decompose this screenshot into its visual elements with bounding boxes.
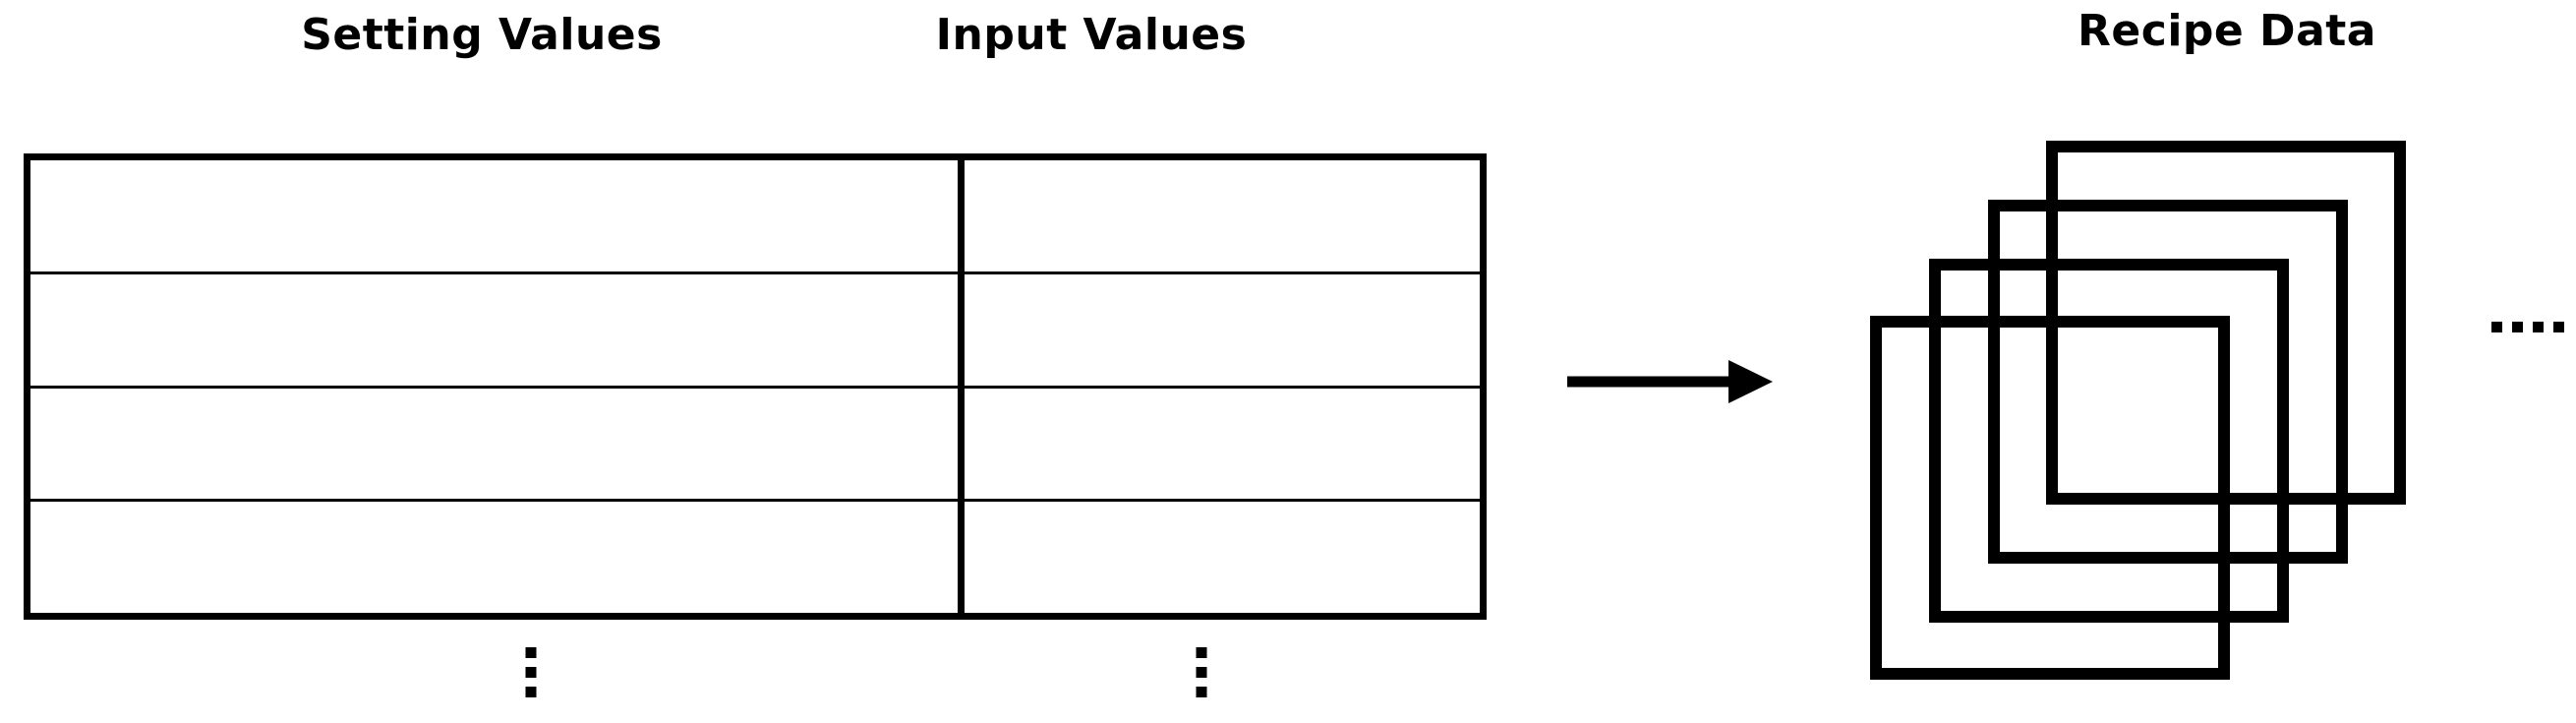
ellipsis-dot [2553,322,2564,332]
table-row [965,160,1480,274]
table-row [30,273,958,389]
ellipsis-dot [2491,322,2502,332]
values-table [24,153,1487,620]
recipe-data-label: Recipe Data [2078,6,2376,56]
right-arrow-icon [1567,360,1773,403]
ellipsis-dot [525,687,537,697]
ellipsis-dot [2533,322,2544,332]
recipe-sheet-3 [1988,200,2348,564]
table-row [965,273,1480,389]
table-row [965,502,1480,613]
horizontal-ellipsis-icon [2491,322,2564,332]
ellipsis-dot [525,667,537,678]
arrow-head [1728,360,1773,403]
ellipsis-dot [1196,667,1207,678]
input-values-label: Input Values [935,10,1248,60]
vertical-ellipsis-icon [1196,647,1207,697]
recipe-sheet-2 [1929,259,2289,623]
ellipsis-dot [1196,647,1207,658]
ellipsis-dot [2512,322,2523,332]
vertical-ellipsis-icon [525,647,537,697]
table-row [30,388,958,503]
table-row [965,388,1480,503]
ellipsis-dot [1196,687,1207,697]
recipe-data-stack [1870,141,2406,680]
setting-values-label: Setting Values [301,10,663,60]
input-values-column [965,160,1480,613]
setting-values-column [30,160,965,613]
ellipsis-dot [525,647,537,658]
recipe-sheet-front [1870,316,2230,680]
table-row [30,160,958,274]
table-row [30,502,958,613]
